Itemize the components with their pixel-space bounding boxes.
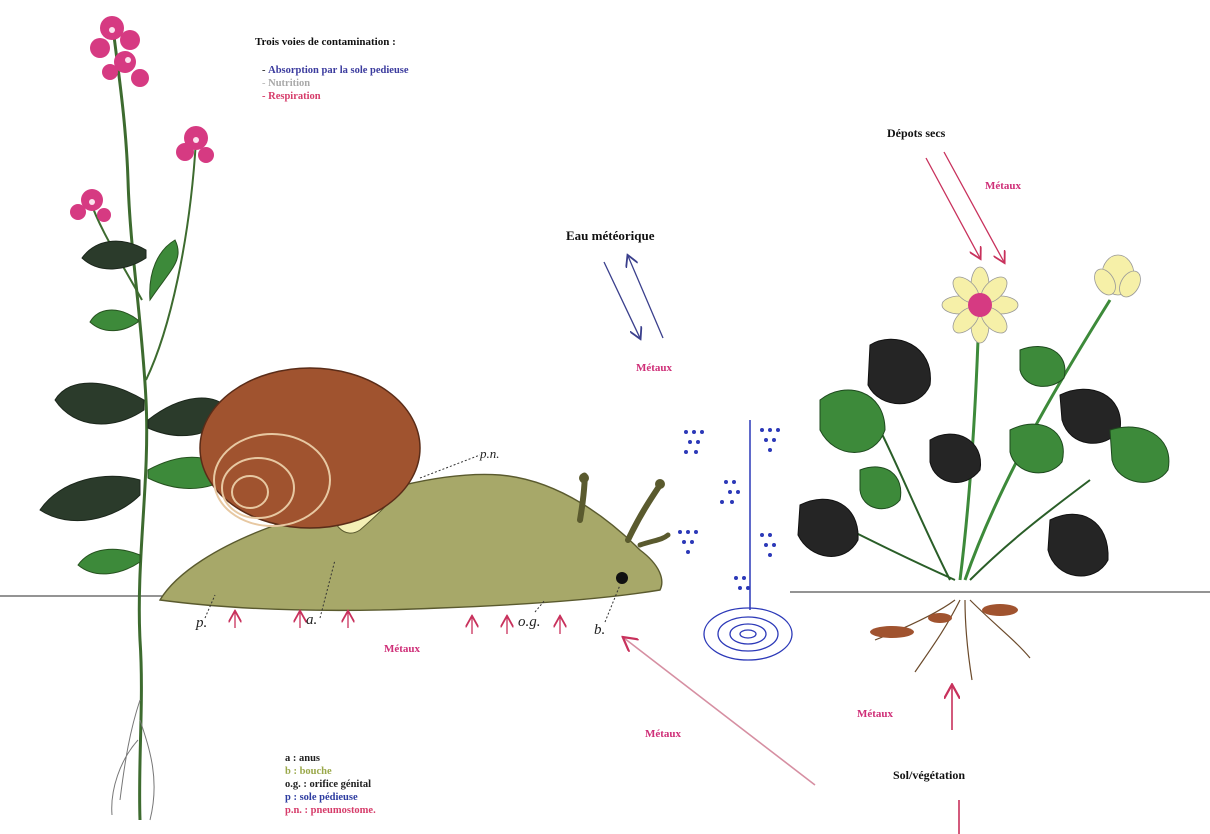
label-meteoric-water: Eau météorique	[566, 228, 654, 244]
label-metals-soil: Métaux	[857, 708, 893, 720]
flower-bud-yellow	[1090, 255, 1145, 301]
contamination-routes-list: - Absorption par la sole pedieuse - Nutr…	[262, 64, 409, 103]
snail-label-genital: o.g.	[518, 614, 541, 631]
label-dry-deposits: Dépots secs	[887, 126, 945, 141]
key-item: a : anus	[285, 752, 376, 765]
snail-label-mouth: b.	[594, 622, 605, 639]
metal-arrow-diagonal	[624, 638, 815, 785]
snail-illustration	[160, 368, 668, 622]
snail-label-anus: a.	[306, 612, 317, 629]
label-metals-snail: Métaux	[384, 643, 420, 655]
dry-deposit-arrows	[926, 152, 1004, 262]
route-item: - Nutrition	[262, 77, 409, 90]
label-metals-dry-deposits: Métaux	[985, 180, 1021, 192]
sole-absorption-arrows	[235, 612, 560, 634]
anatomy-key: a : anus b : bouche o.g. : orifice génit…	[285, 752, 376, 817]
rain-illustration	[678, 420, 792, 660]
route-label: Respiration	[268, 91, 321, 102]
key-item: p : sole pédieuse	[285, 791, 376, 804]
flower-pink-center	[942, 267, 1018, 343]
route-label: Absorption par la sole pedieuse	[268, 65, 408, 76]
flowering-plant-illustration	[40, 16, 232, 820]
legend-title: Trois voies de contamination :	[255, 36, 396, 48]
snail-label-pneumostome: p.n.	[480, 446, 500, 462]
coltsfoot-plant-illustration	[798, 255, 1169, 680]
route-item: - Absorption par la sole pedieuse	[262, 64, 409, 77]
key-item: p.n. : pneumostome.	[285, 804, 376, 817]
label-soil-vegetation: Sol/végétation	[893, 768, 965, 783]
key-item: o.g. : orifice génital	[285, 778, 376, 791]
key-item: b : bouche	[285, 765, 376, 778]
route-label: Nutrition	[268, 78, 310, 89]
snail-label-sole: p.	[196, 615, 207, 632]
route-item: - Respiration	[262, 90, 409, 103]
meteoric-water-arrows	[604, 256, 663, 338]
label-metals-meteoric: Métaux	[636, 362, 672, 374]
label-metals-diagonal: Métaux	[645, 728, 681, 740]
